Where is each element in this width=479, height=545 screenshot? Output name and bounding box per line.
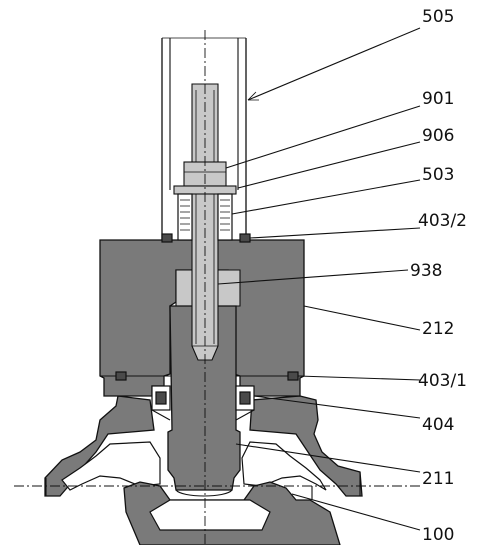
- callout-403-1: 403/1: [418, 371, 467, 391]
- callout-404: 404: [422, 415, 454, 435]
- callout-403-2: 403/2: [418, 211, 467, 231]
- shaft-211: [167, 305, 241, 497]
- callout-212: 212: [422, 319, 454, 339]
- callout-100: 100: [422, 525, 454, 545]
- callout-906: 906: [422, 126, 454, 146]
- spring-503: [177, 193, 233, 241]
- o-rings-403: [115, 233, 299, 381]
- callout-503: 503: [422, 165, 454, 185]
- callout-505: 505: [422, 7, 454, 27]
- leader-lines: [217, 27, 421, 531]
- casing-100: [44, 395, 363, 545]
- callout-938: 938: [410, 261, 442, 281]
- seal-404: [151, 385, 255, 421]
- callout-labels: 505 901 906 503 403/2 938 212 403/1 404 …: [410, 7, 467, 545]
- callout-901: 901: [422, 89, 454, 109]
- callout-211: 211: [422, 469, 454, 489]
- center-lines: [14, 30, 420, 545]
- bolt-938: [191, 83, 219, 361]
